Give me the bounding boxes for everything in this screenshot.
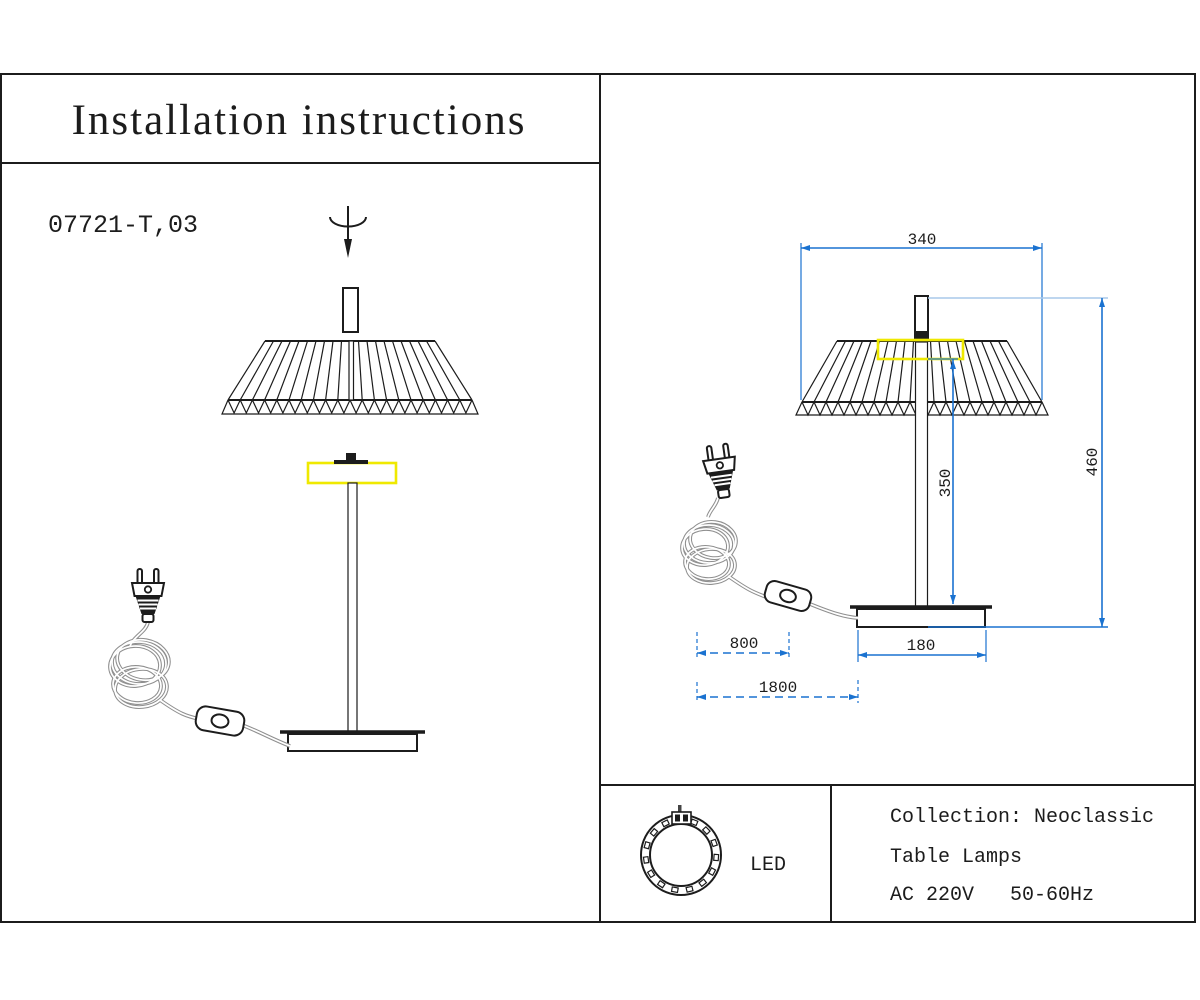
dim-label-180: 180 (907, 637, 936, 655)
lamp-pole (347, 482, 358, 733)
sheet-frame (0, 73, 1196, 923)
outer-border (0, 73, 1196, 923)
led-module-highlight (306, 453, 398, 485)
spec-collection: Collection: Neoclassic (890, 806, 1154, 829)
lamp-shade (221, 340, 479, 415)
module-screw-stud (346, 453, 356, 461)
power-plug-assembled (700, 441, 742, 501)
finial-tube (342, 287, 359, 333)
shade-center-rod (348, 340, 355, 401)
spec-box: LED Collection: Neoclassic Table Lamps A… (640, 805, 1154, 907)
spec-power: AC 220V 50-60Hz (890, 884, 1094, 907)
dim-label-800: 800 (730, 635, 759, 653)
dim-shade-width: 340 (800, 231, 1043, 400)
led-label: LED (750, 854, 786, 877)
lamp-pole-assembled (914, 341, 929, 608)
dim-label-460: 460 (1084, 448, 1102, 477)
model-number: 07721-T,03 (48, 211, 198, 240)
inline-switch (194, 705, 246, 737)
exploded-view-diagram (106, 206, 479, 752)
page-title: Installation instructions (72, 97, 527, 144)
led-zone-highlight (876, 338, 965, 361)
dim-cord-to-switch: 800 (696, 632, 790, 660)
lamp-base (280, 730, 425, 752)
led-ring-connector (671, 805, 692, 825)
power-plug (131, 568, 165, 623)
dim-label-340: 340 (908, 231, 937, 249)
dim-label-350: 350 (937, 469, 955, 498)
spec-category: Table Lamps (890, 846, 1022, 869)
dim-overall-height: 460 (928, 297, 1108, 628)
dim-cord-total: 1800 (696, 679, 859, 703)
led-ring-icon (640, 805, 722, 896)
dim-label-1800: 1800 (759, 679, 797, 697)
dim-base-width: 180 (857, 630, 987, 662)
rotate-arrow-icon (329, 206, 367, 258)
lamp-base-assembled (850, 605, 992, 628)
shade-socket (916, 331, 927, 342)
dim-shade-to-base: 350 (928, 358, 958, 604)
dimensioned-view-diagram: 340 460 350 180 (678, 231, 1108, 703)
inline-switch-assembled (763, 579, 813, 613)
